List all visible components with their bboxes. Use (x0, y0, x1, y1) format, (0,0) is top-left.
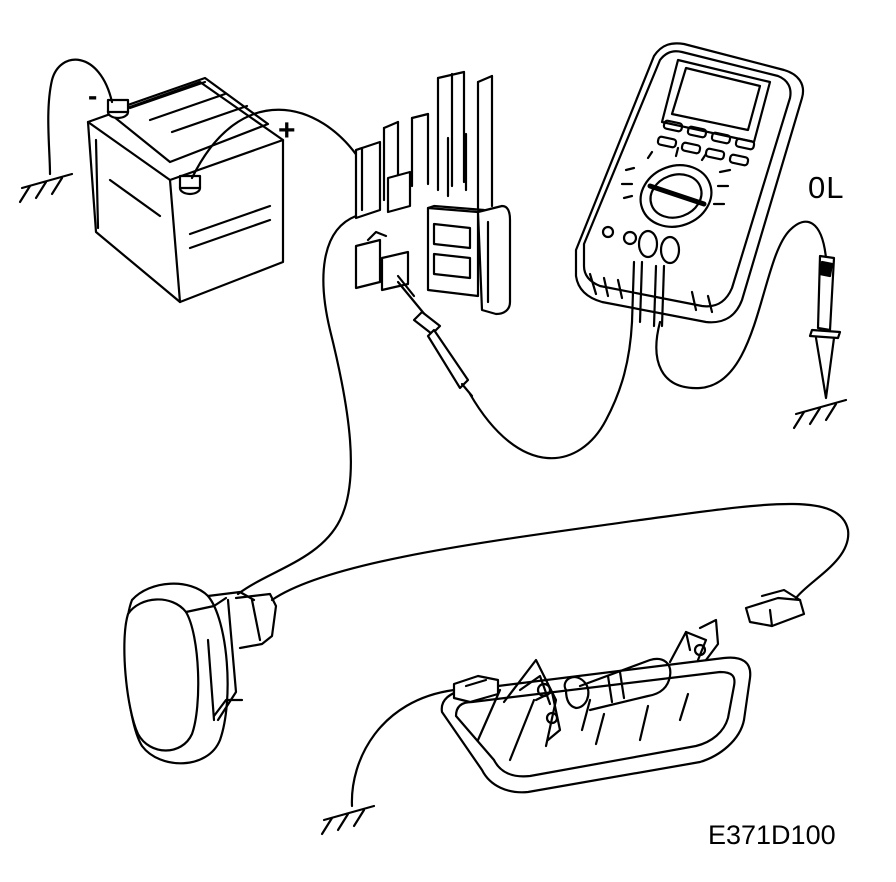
ground-probe (810, 256, 840, 398)
battery-positive-wire (192, 110, 360, 178)
battery-ground-symbol (20, 174, 72, 202)
probe-lead-red (656, 222, 826, 388)
multimeter (576, 43, 803, 326)
battery-ground-wire (48, 60, 112, 174)
battery-positive-label: + (278, 114, 296, 147)
lamp-ground-wire (352, 690, 454, 806)
fuse-to-switch-wire (238, 216, 356, 594)
fuse-probe (398, 282, 472, 396)
probe-ground-symbol (794, 400, 846, 428)
lamp-ground-symbol (322, 806, 374, 834)
probe-lead-black (470, 322, 632, 458)
battery-negative-label: - (88, 80, 98, 111)
interior-lamp (442, 620, 751, 792)
fuse (428, 206, 510, 314)
door-switch (124, 584, 276, 764)
fuse-box (356, 72, 492, 296)
meter-reading-label: 0L (808, 170, 845, 205)
figure-code-label: E371D100 (708, 820, 836, 850)
switch-to-connector-wire (272, 504, 848, 600)
battery (88, 78, 283, 302)
loose-connector (746, 590, 804, 626)
